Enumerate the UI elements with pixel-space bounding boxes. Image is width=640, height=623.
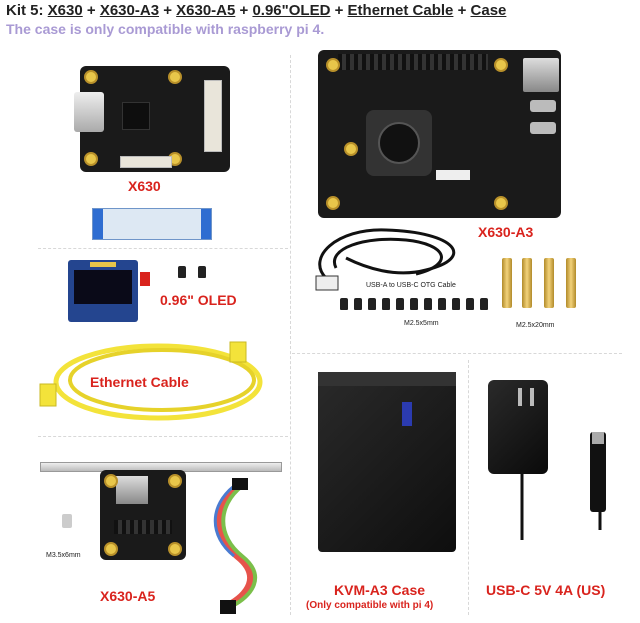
compatibility-note: The case is only compatible with raspber…	[6, 21, 325, 37]
power-adapter	[488, 380, 548, 474]
standoff	[566, 258, 576, 308]
mount-hole	[326, 58, 340, 72]
standoff	[502, 258, 512, 308]
kit-item-x630a5: X630-A5	[176, 2, 236, 19]
divider-vertical-main	[290, 55, 291, 615]
screw	[178, 266, 186, 278]
divider-vertical-right	[468, 360, 469, 615]
screw	[410, 298, 418, 310]
x630-a5-board	[100, 470, 186, 560]
mount-hole	[104, 542, 118, 556]
oled-module	[68, 260, 138, 322]
kit-sep: +	[159, 2, 177, 19]
kit-sep: +	[453, 2, 471, 19]
divider-left-1	[38, 248, 288, 249]
label-oled: 0.96" OLED	[160, 292, 237, 308]
screw	[340, 298, 348, 310]
label-x630-a3: X630-A3	[478, 224, 534, 240]
screw	[396, 298, 404, 310]
usb-c-port	[530, 122, 556, 134]
screw	[354, 298, 362, 310]
ethernet-cable-illustration	[39, 341, 263, 421]
ethernet-port	[523, 58, 559, 92]
usb-c-port	[530, 100, 556, 112]
mount-hole	[326, 196, 340, 210]
otg-cable-illustration	[315, 228, 456, 291]
screw-silver	[62, 514, 72, 528]
mount-hole	[168, 70, 182, 84]
screw	[198, 266, 206, 278]
kit-title: Kit 5: X630 + X630-A3 + X630-A5 + 0.96"O…	[6, 2, 506, 19]
usb-c-plug	[590, 432, 606, 512]
divider-right-1	[292, 353, 622, 354]
label-kvm-case: KVM-A3 Case	[334, 582, 426, 598]
kvm-a3-case	[318, 372, 456, 552]
screw	[424, 298, 432, 310]
ffc-end	[201, 209, 211, 239]
mount-hole	[494, 196, 508, 210]
mount-hole	[84, 152, 98, 166]
label-a5-screw: M3.5x6mm	[46, 552, 81, 559]
mount-hole	[84, 70, 98, 84]
csi-connector	[204, 80, 222, 152]
mount-hole	[494, 58, 508, 72]
rainbow-ribbon-cable	[213, 478, 257, 614]
plug-tip	[592, 432, 604, 444]
label-power-supply: USB-C 5V 4A (US)	[486, 582, 606, 598]
prong	[530, 388, 534, 406]
oled-red-tab	[140, 272, 150, 286]
screw	[382, 298, 390, 310]
case-top-edge	[318, 372, 456, 386]
label-x630-a5: X630-A5	[100, 588, 156, 604]
kit-item-case: Case	[470, 2, 507, 19]
label-screw-size: M2.5x5mm	[404, 320, 439, 327]
screw	[368, 298, 376, 310]
kit-item-x630: X630	[47, 2, 83, 19]
kit-sep: +	[330, 2, 348, 19]
label-kvm-note: (Only compatible with pi 4)	[306, 600, 434, 611]
label-x630: X630	[128, 178, 161, 194]
ethernet-port	[116, 476, 148, 504]
kit-item-oled: 0.96"OLED	[252, 2, 331, 19]
kit-item-x630a3: X630-A3	[99, 2, 160, 19]
oled-screen	[74, 270, 132, 304]
ffc-end	[93, 209, 103, 239]
x630-a3-board	[318, 50, 561, 218]
kit-item-ethernet: Ethernet Cable	[347, 2, 454, 19]
oled-connector	[436, 170, 470, 180]
ffc-ribbon-cable	[92, 208, 212, 240]
bridge-chip	[122, 102, 150, 130]
screw	[452, 298, 460, 310]
gpio-header	[338, 54, 488, 70]
mount-hole	[104, 474, 118, 488]
mount-hole	[344, 142, 358, 156]
oled-pins	[90, 262, 116, 267]
kit-prefix: Kit 5:	[6, 2, 48, 19]
prong	[518, 388, 522, 406]
label-otg-cable: USB-A to USB-C OTG Cable	[366, 282, 456, 289]
fan-rotor	[378, 122, 420, 164]
mount-hole	[168, 542, 182, 556]
standoff	[544, 258, 554, 308]
divider-left-2	[38, 436, 288, 437]
hdmi-port	[74, 92, 104, 132]
screw	[466, 298, 474, 310]
screw	[480, 298, 488, 310]
mount-hole	[168, 474, 182, 488]
x630-board	[74, 66, 230, 172]
screw	[438, 298, 446, 310]
kit-sep: +	[235, 2, 253, 19]
cooling-fan	[366, 110, 432, 176]
pin-header	[114, 520, 172, 534]
label-standoff-size: M2.5x20mm	[516, 322, 555, 329]
screw-row	[340, 298, 490, 312]
kit-sep: +	[82, 2, 100, 19]
label-ethernet-cable: Ethernet Cable	[90, 374, 189, 390]
standoff	[522, 258, 532, 308]
case-window	[402, 402, 412, 426]
header-connector	[120, 156, 172, 168]
